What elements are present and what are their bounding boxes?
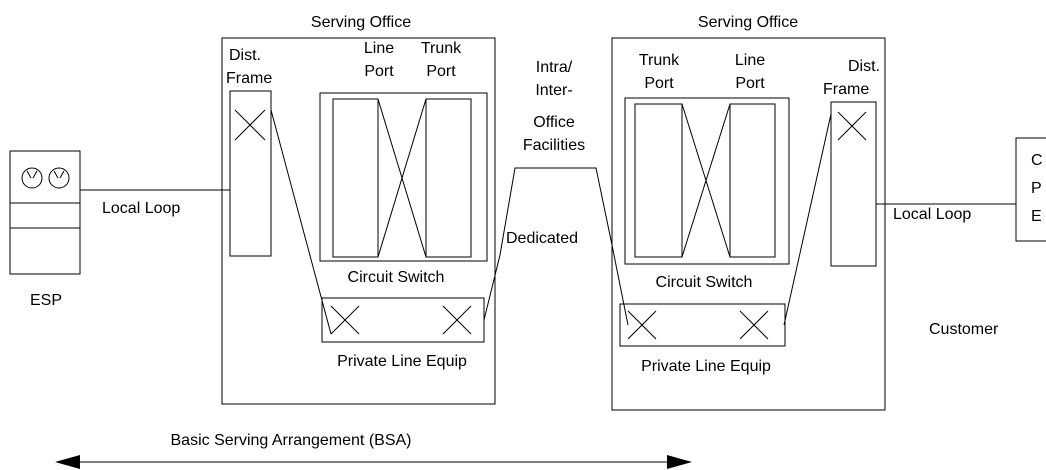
cpe-box — [1015, 137, 1046, 242]
left-private-line-label: Private Line Equip — [337, 353, 467, 370]
right-circuit-switch — [624, 97, 790, 265]
left-trunk-port — [425, 98, 472, 258]
left-frame-to-equip-line — [270, 109, 332, 335]
right-equip-to-frame-line — [783, 113, 832, 326]
left-private-line-equip — [321, 297, 485, 343]
left-dist-frame-label-2: Frame — [226, 70, 272, 87]
esp-device — [9, 150, 81, 275]
left-line-port-label-1: Line — [364, 40, 394, 57]
right-line-port — [729, 103, 776, 258]
right-local-loop-label: Local Loop — [893, 206, 971, 223]
bsa-label: Basic Serving Arrangement (BSA) — [171, 432, 412, 449]
right-serving-office — [611, 37, 886, 411]
left-equip-to-office-edge-line — [483, 254, 501, 321]
right-trunk-port-label-1: Trunk — [639, 52, 680, 69]
left-dist-frame-label-1: Dist. — [229, 47, 261, 64]
facilities-label-3: Office — [533, 114, 575, 131]
esp-dial-icon — [48, 167, 70, 189]
right-line-port-label-2: Port — [735, 75, 765, 92]
right-private-line-equip — [619, 303, 786, 347]
right-private-line-label: Private Line Equip — [641, 358, 771, 375]
customer-label: Customer — [929, 321, 999, 338]
facilities-label-2: Inter- — [535, 82, 572, 99]
bsa-right-arrowhead-icon — [667, 455, 692, 469]
cpe-letter-p: P — [1031, 180, 1042, 197]
left-office-title: Serving Office — [311, 14, 411, 31]
esp-label: ESP — [30, 292, 62, 309]
right-dist-frame-label-1: Dist. — [848, 58, 880, 75]
right-office-title: Serving Office — [698, 14, 798, 31]
left-local-loop-label: Local Loop — [102, 200, 180, 217]
bsa-double-arrow — [55, 455, 692, 469]
right-office-edge-to-equip-line — [611, 244, 629, 326]
left-trunk-port-label-1: Trunk — [421, 40, 462, 57]
right-circuit-switch-label: Circuit Switch — [656, 274, 753, 291]
left-line-port — [332, 98, 379, 258]
facilities-label-1: Intra/ — [536, 59, 573, 76]
dedicated-facility-line — [499, 167, 613, 256]
esp-box — [9, 150, 81, 275]
right-trunk-port-label-2: Port — [644, 75, 674, 92]
left-circuit-switch — [319, 92, 488, 262]
left-dist-frame — [229, 90, 272, 257]
left-trunk-port-label-2: Port — [426, 63, 456, 80]
cpe-letter-c: C — [1031, 152, 1043, 169]
right-dist-frame-label-2: Frame — [823, 81, 869, 98]
left-line-port-label-2: Port — [364, 63, 394, 80]
cpe-letter-e: E — [1031, 208, 1042, 225]
esp-dial-icon — [21, 167, 43, 189]
dedicated-label: Dedicated — [506, 230, 578, 247]
left-circuit-switch-label: Circuit Switch — [348, 269, 445, 286]
bsa-left-arrowhead-icon — [55, 455, 80, 469]
right-dist-frame-cross-icon — [837, 111, 867, 141]
right-dist-frame — [830, 101, 877, 267]
facilities-label-4: Facilities — [523, 137, 585, 154]
left-dist-frame-cross-icon — [234, 109, 266, 141]
right-line-port-label-1: Line — [735, 52, 765, 69]
left-serving-office — [221, 37, 496, 405]
right-trunk-port — [634, 103, 683, 258]
